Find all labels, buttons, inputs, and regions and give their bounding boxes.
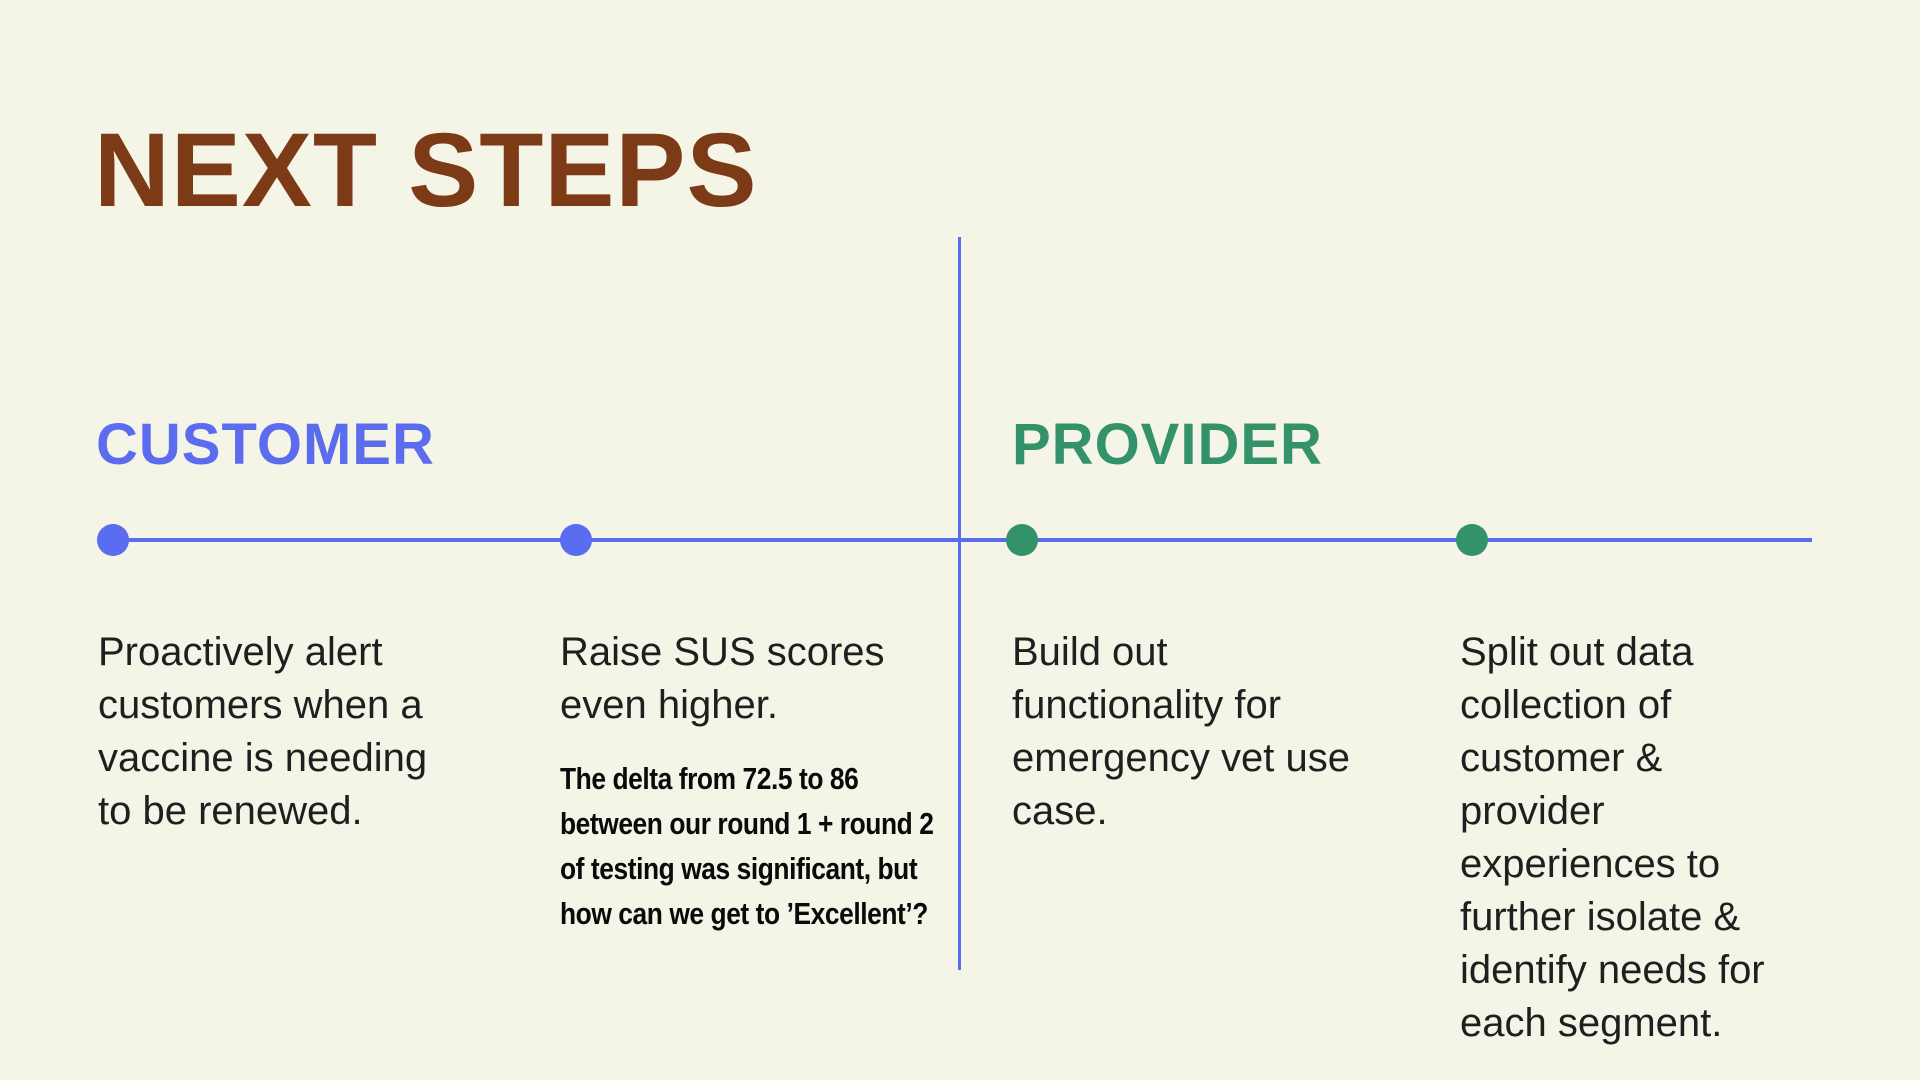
timeline-line (100, 538, 1812, 542)
timeline-dot-customer-1 (97, 524, 129, 556)
customer-heading: CUSTOMER (96, 412, 435, 477)
page-title: NEXT STEPS (94, 112, 758, 229)
timeline-dot-provider-1 (1006, 524, 1038, 556)
customer-step-2-note: The delta from 72.5 to 86 between our ro… (560, 761, 934, 931)
customer-step-2-text: Raise SUS scores even higher. (560, 630, 885, 727)
timeline-dot-provider-2 (1456, 524, 1488, 556)
vertical-divider-line (958, 237, 961, 970)
provider-step-1-text: Build out functionality for emergency ve… (1012, 630, 1350, 833)
provider-step-2-text: Split out data collection of customer & … (1460, 630, 1765, 1045)
customer-step-1-text: Proactively alert customers when a vacci… (98, 630, 428, 833)
timeline-dot-customer-2 (560, 524, 592, 556)
provider-heading: PROVIDER (1012, 412, 1323, 477)
